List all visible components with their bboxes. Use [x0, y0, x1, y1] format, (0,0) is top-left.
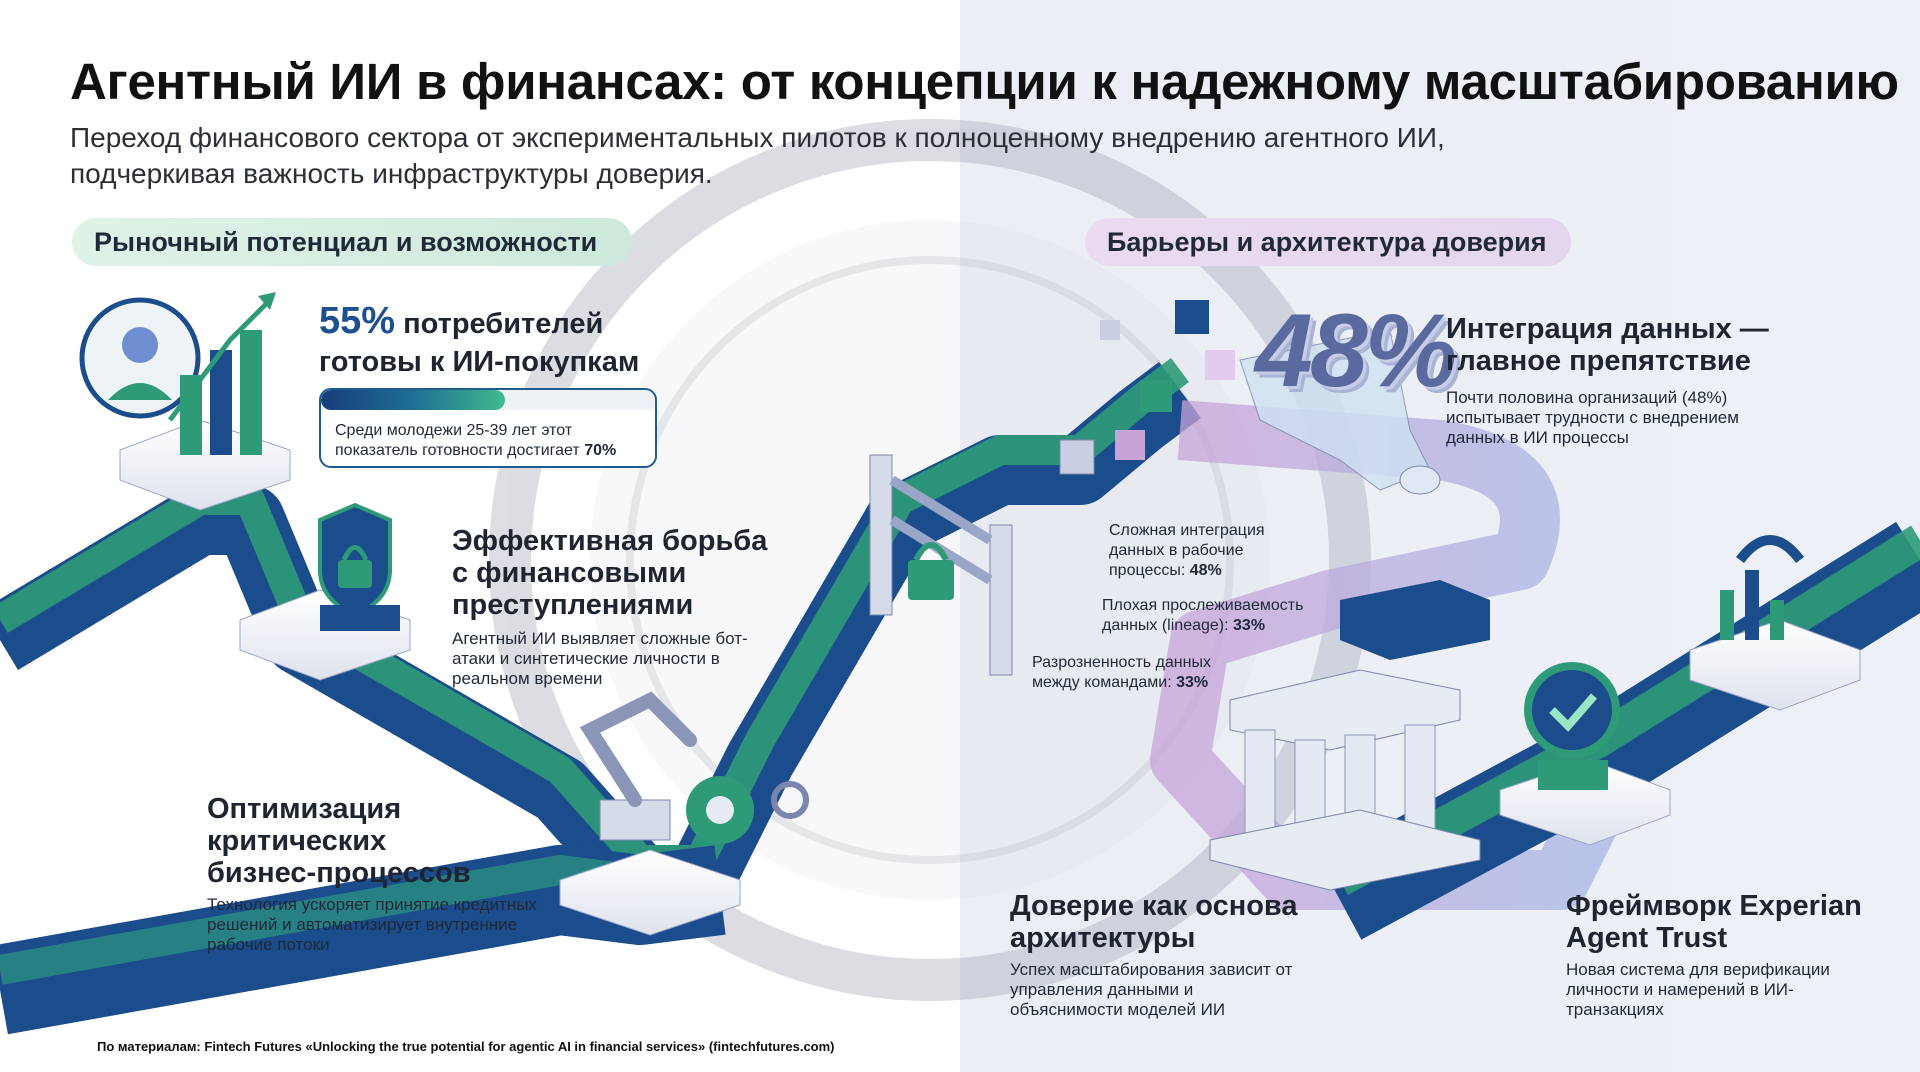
- data-funnel-pipe: [1239, 329, 1441, 495]
- barrier-stat-3-value: 33%: [1176, 674, 1209, 691]
- data-cubes: [1059, 300, 1235, 475]
- consumers-title-rest: потребителей: [403, 308, 604, 340]
- fraud-title-line2: с финансовыми: [452, 557, 687, 589]
- barrier-stat-1-value: 48%: [1189, 562, 1222, 579]
- data-integration-title-line1: Интеграция данных —: [1446, 313, 1769, 345]
- experian-title-line1: Фреймворк Experian: [1566, 890, 1862, 922]
- columns-architecture-icon: [1209, 580, 1490, 891]
- consumers-value: 55%: [319, 300, 396, 342]
- barrier-stat-3: Разрозненность данных между командами: 3…: [1032, 653, 1242, 693]
- section-label-market: Рыночный потенциал и возможности: [72, 218, 632, 266]
- process-text: Технология ускоряет принятие кредитных р…: [207, 895, 537, 954]
- process-title-line3: бизнес-процессов: [207, 857, 471, 889]
- shield-lock-icon: [318, 502, 400, 631]
- verified-badge-icon: [1524, 662, 1620, 790]
- experian-text: Новая система для верификации личности и…: [1566, 960, 1830, 1019]
- barrier-stat-3-label: Разрозненность данных между командами:: [1032, 654, 1211, 691]
- analytics-chart-icon: [1720, 535, 1804, 640]
- consumers-note-value: 70%: [584, 442, 617, 459]
- page-title: Агентный ИИ в финансах: от концепции к н…: [70, 53, 1899, 110]
- trust-title-line1: Доверие как основа: [1010, 890, 1298, 922]
- section-label-barriers: Барьеры и архитектура доверия: [1085, 218, 1571, 266]
- data-integration-title-line2: главное препятствие: [1446, 345, 1751, 377]
- process-heading: Оптимизация критических бизнес-процессов: [207, 793, 547, 889]
- fraud-text: Агентный ИИ выявляет сложные бот-атаки и…: [452, 629, 748, 688]
- data-integration-big-value: 48%: [1255, 293, 1457, 409]
- trust-title-line2: архитектуры: [1010, 922, 1196, 954]
- experian-title-line2: Agent Trust: [1566, 922, 1728, 954]
- trust-text: Успех масштабирования зависит от управле…: [1010, 960, 1293, 1019]
- consumer-avatar-icon: [79, 292, 276, 455]
- barrier-stat-2: Плохая прослеживаемость данных (lineage)…: [1102, 596, 1332, 636]
- process-title-line1: Оптимизация: [207, 793, 402, 825]
- data-integration-heading: Интеграция данных — главное препятствие: [1446, 313, 1866, 377]
- consumers-progress-track: [321, 390, 655, 410]
- source-footer: По материалам: Fintech Futures «Unlockin…: [97, 1039, 835, 1054]
- fraud-title-line1: Эффективная борьба: [452, 525, 768, 557]
- process-title-line2: критических: [207, 825, 387, 857]
- experian-heading: Фреймворк Experian Agent Trust: [1566, 890, 1906, 954]
- consumers-note-text: Среди молодежи 25-39 лет этот показатель…: [335, 422, 580, 459]
- barrier-stat-2-label: Плохая прослеживаемость данных (lineage)…: [1102, 597, 1304, 634]
- barrier-stat-1: Сложная интеграция данных в рабочие проц…: [1109, 521, 1289, 581]
- gate-lock-icon: [869, 454, 1013, 676]
- consumers-progress-fill: [321, 390, 505, 410]
- consumers-note: Среди молодежи 25-39 лет этот показатель…: [335, 421, 655, 461]
- trust-heading: Доверие как основа архитектуры: [1010, 890, 1350, 954]
- robot-arm-icon: [579, 691, 809, 844]
- consumers-title-line2: готовы к ИИ-покупкам: [319, 346, 640, 378]
- fraud-title-line3: преступлениями: [452, 589, 694, 621]
- fraud-heading: Эффективная борьба с финансовыми преступ…: [452, 525, 812, 621]
- page-subtitle: Переход финансового сектора от экспериме…: [70, 122, 1445, 189]
- data-integration-text: Почти половина организаций (48%) испытыв…: [1446, 388, 1739, 447]
- barrier-stat-1-label: Сложная интеграция данных в рабочие проц…: [1109, 522, 1265, 579]
- consumers-progress-card: Среди молодежи 25-39 лет этот показатель…: [319, 388, 657, 468]
- barrier-stat-2-value: 33%: [1233, 617, 1266, 634]
- consumers-heading: 55% потребителей: [319, 302, 604, 340]
